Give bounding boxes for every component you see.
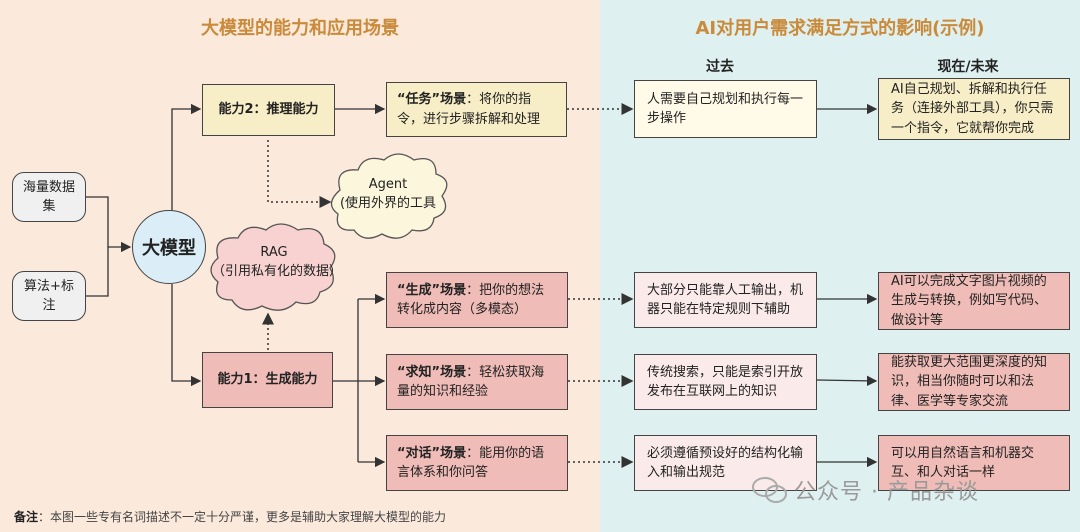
scenario-generate: “生成”场景：把你的想法转化成内容（多模态） [386,272,568,328]
wechat-icon [752,477,787,503]
agent-title: Agent [368,177,408,192]
agent-cloud [330,153,448,239]
right-heading: AI对用户需求满足方式的影响(示例) [695,18,985,39]
now-knowledge-text: 能获取更大范围更深度的知识，相当你随时可以和法律、医学等专家交流 [891,354,1048,409]
now-dialog-text: 可以用自然语言和机器交互、和人对话一样 [891,445,1035,481]
scenario-task-name: “任务”场景 [397,92,467,107]
footnote-text: ：本图一些专有名词描述不一定十分严谨，更多是辅助大家理解大模型的能力 [38,510,447,524]
past-generate-text: 大部分只能靠人工输出，机器只能在特定规则下辅助 [647,282,804,318]
past-dialog-text: 必须遵循预设好的结构化输入和输出规范 [647,445,804,481]
footnote: 备注：本图一些专有名词描述不一定十分严谨，更多是辅助大家理解大模型的能力 [14,508,446,525]
scenario-generate-desc: ：把你的想法转化成内容（多模态） [397,282,545,318]
input-dataset-label: 海量数据集 [22,179,75,215]
large-model-label: 大模型 [142,238,196,259]
now-generate-text: AI可以完成文字图片视频的生成与转换，例如写代码、做设计等 [891,273,1048,328]
rag-cloud-text: RAG （引用私有化的数据） [212,244,343,282]
now-knowledge: 能获取更大范围更深度的知识，相当你随时可以和法律、医学等专家交流 [878,353,1070,411]
rag-desc: （引用私有化的数据） [212,263,343,279]
agent-cloud-text: Agent (使用外界的工具 [332,176,444,214]
large-model-node: 大模型 [132,210,206,284]
past-generate: 大部分只能靠人工输出，机器只能在特定规则下辅助 [634,272,817,328]
scenario-task-desc: ：将你的指令，进行步骤拆解和处理 [397,92,541,127]
capability-generation: 能力1：生成能力 [202,352,333,408]
past-knowledge: 传统搜索，只能是索引开放发布在互联网上的知识 [634,354,817,410]
scenario-dialog-name: “对话”场景 [397,445,467,461]
scenario-dialog: “对话”场景：能用你的语言体系和你问答 [386,435,568,491]
column-now: 现在/未来 [937,59,999,75]
input-algorithm-label: 算法+标注 [24,278,74,314]
scenario-dialog-desc: ：能用你的语言体系和你问答 [397,445,545,481]
column-past: 过去 [706,59,734,75]
input-algorithm: 算法+标注 [12,271,86,321]
past-task-text: 人需要自己规划和执行每一步操作 [647,91,804,127]
input-dataset: 海量数据集 [12,172,86,222]
capability-reasoning: 能力2：推理能力 [202,84,335,136]
rag-title: RAG [260,245,288,260]
left-heading: 大模型的能力和应用场景 [201,18,399,39]
rag-cloud [210,223,336,311]
scenario-task: “任务”场景：将你的指令，进行步骤拆解和处理 [386,82,567,137]
scenario-knowledge-desc: ：轻松获取海量的知识和经验 [397,364,545,400]
now-task-text: AI自己规划、拆解和执行任务（连接外部工具），你只需一个指令，它就帮你完成 [891,81,1054,136]
agent-desc: (使用外界的工具 [339,195,437,211]
past-task: 人需要自己规划和执行每一步操作 [634,80,817,138]
past-dialog: 必须遵循预设好的结构化输入和输出规范 [634,435,817,491]
now-task: AI自己规划、拆解和执行任务（连接外部工具），你只需一个指令，它就帮你完成 [878,78,1070,140]
scenario-knowledge-name: “求知”场景 [397,364,467,380]
capability-generation-label: 能力1：生成能力 [217,372,318,388]
scenario-knowledge: “求知”场景：轻松获取海量的知识和经验 [386,354,568,410]
capability-reasoning-label: 能力2：推理能力 [218,102,319,118]
footnote-label: 备注 [14,510,39,524]
now-generate: AI可以完成文字图片视频的生成与转换，例如写代码、做设计等 [878,272,1070,330]
now-dialog: 可以用自然语言和机器交互、和人对话一样 [878,435,1070,491]
past-knowledge-text: 传统搜索，只能是索引开放发布在互联网上的知识 [647,364,804,400]
watermark: 公众号 · 产品杂谈 [794,480,979,505]
scenario-generate-name: “生成”场景 [397,282,467,298]
